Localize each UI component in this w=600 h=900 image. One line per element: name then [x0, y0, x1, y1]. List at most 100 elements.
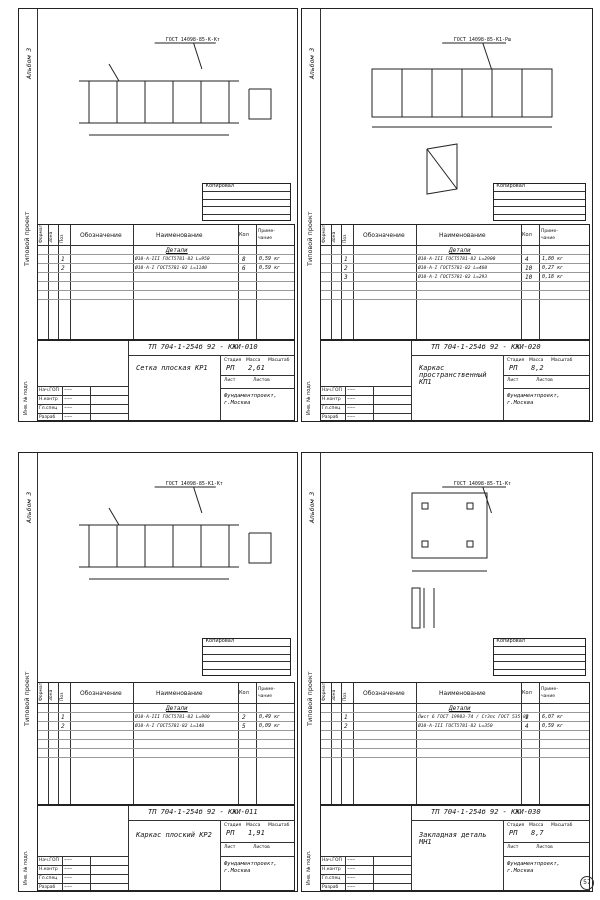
anchor-hole [421, 540, 429, 548]
col-designation: Обозначение [80, 232, 122, 240]
stage-label: Стадия [224, 823, 242, 828]
title-block-divider [503, 355, 504, 420]
col-pos: Поз [343, 234, 348, 244]
signature-role: Н.контр [322, 396, 341, 402]
signature-row-line [38, 403, 128, 405]
signature-role: Разраб [39, 885, 56, 890]
col-qty: Кол [522, 689, 532, 696]
table-col-divider [70, 682, 71, 804]
details-heading: Детали [449, 704, 471, 712]
table-row-line [321, 738, 589, 740]
col-note: Приме-чание [541, 686, 558, 699]
row-pos: 1 [344, 256, 348, 264]
organization: Фундаментпроект, г.Москва [224, 392, 277, 406]
revision-stamp-line [203, 668, 291, 670]
drawing-title: Сетка плоская КР1 [136, 364, 208, 373]
table-row-line [321, 281, 589, 283]
signature-row-line [38, 412, 128, 414]
binding-strip-line [37, 453, 38, 891]
revision-stamp: Копировал [202, 182, 292, 221]
revision-stamp-label: Копировал [205, 637, 235, 644]
album-label: Альбом 3 [308, 47, 316, 79]
signature-scribble: ~~~ [347, 387, 356, 393]
signature-role: Н.контр [39, 867, 58, 872]
signature-role: Нач.ГОП [322, 387, 342, 393]
table-row-line [38, 747, 294, 749]
sheet-label: Лист [507, 377, 519, 383]
table-row-line [321, 747, 589, 749]
mass-label: Масса [529, 358, 544, 364]
album-label: Альбом 3 [25, 47, 33, 79]
row-note: 6,07 кг [542, 713, 564, 720]
signature-row-line [321, 394, 411, 396]
organization: Фундаментпроект, г.Москва [224, 861, 277, 875]
stage-label: Стадия [507, 823, 525, 828]
revision-stamp-line [494, 653, 586, 655]
col-zone: Зона [49, 231, 54, 244]
row-pos: 2 [61, 265, 65, 273]
signature-row-line [38, 883, 128, 884]
standard-callout: ГОСТ 14098-85-К-Кт [166, 37, 220, 43]
signature-scribble: ~~~ [347, 405, 356, 411]
side-label: Типовой проект [306, 671, 314, 726]
revision-stamp-line [203, 206, 291, 208]
stage-label: Стадия [224, 358, 242, 364]
callout-leader [482, 42, 492, 70]
mass-value: 8,2 [531, 364, 544, 373]
page-number-stamp: 57 [580, 876, 594, 890]
table-row-line [38, 299, 294, 301]
col-format: Формат [39, 225, 44, 244]
row-name: Ø10-A-I ГОСТ5781-82 L=293 [418, 275, 488, 281]
table-row-line [38, 756, 294, 758]
standard-callout: ГОСТ 14098-85-К1-Кт [166, 481, 223, 487]
sheet-label: Лист [507, 844, 519, 850]
signature-scribble: ~~~ [64, 876, 73, 881]
callout-leader [193, 486, 203, 514]
signature-col-divider [373, 856, 374, 890]
title-block-line [220, 842, 294, 844]
table-col-divider [416, 682, 417, 804]
table-row-line [321, 720, 589, 722]
signature-scribble: ~~~ [64, 414, 73, 420]
details-heading: Детали [166, 704, 188, 712]
reinforcement-drawing: ГОСТ 14098-85-К1-Кт [79, 481, 272, 580]
col-pos: Поз [343, 692, 348, 701]
mass-label: Масса [246, 358, 261, 364]
col-zone: Зона [332, 689, 337, 701]
row-pos: 2 [344, 265, 348, 273]
signature-row-line [321, 874, 411, 875]
album-label: Альбом 3 [25, 491, 33, 523]
title-block-line [503, 855, 589, 857]
table-row-line [38, 272, 294, 274]
signature-row-line [38, 394, 128, 396]
table-col-divider [58, 682, 59, 804]
drawing-code: ТП 704-1-254б 92 - КЖИ-030 [431, 808, 541, 816]
reinforcement-drawing: ГОСТ 14098-85-К-Кт [79, 37, 272, 136]
col-format: Формат [322, 225, 327, 244]
title-block-line [503, 842, 589, 844]
signature-row-line [321, 412, 411, 414]
organization: Фундаментпроект, г.Москва [507, 861, 560, 875]
table-col-divider [238, 682, 239, 804]
side-label: Типовой проект [306, 211, 314, 266]
table-header-divider [321, 702, 589, 704]
signature-scribble: ~~~ [347, 858, 356, 863]
col-note: Приме-чание [258, 229, 275, 242]
row-pos: 2 [344, 722, 348, 730]
table-col-divider [341, 682, 342, 804]
signature-col-divider [345, 856, 346, 890]
mass-label: Масса [246, 823, 261, 828]
row-qty: 6 [242, 265, 246, 273]
scale-label: Масштаб [551, 358, 573, 364]
signature-row-line [321, 403, 411, 405]
table-row-line [321, 263, 589, 265]
anchor-hole [466, 540, 474, 548]
